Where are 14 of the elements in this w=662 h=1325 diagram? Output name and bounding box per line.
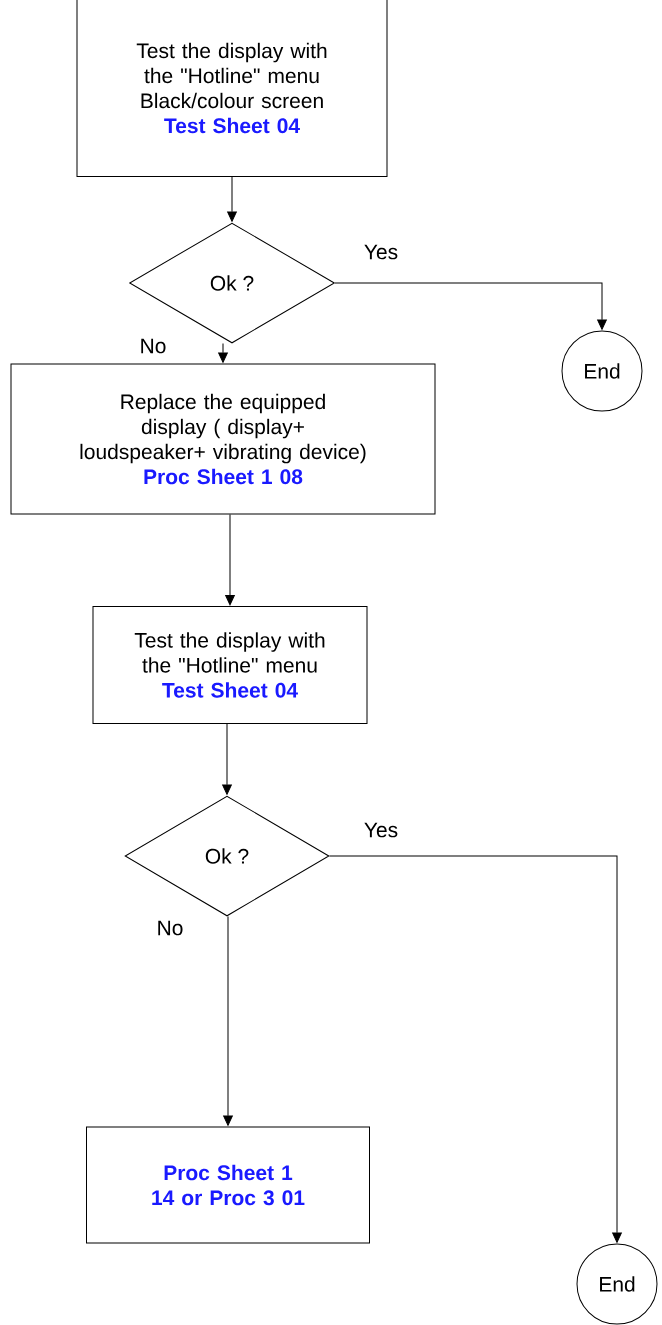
arrow: [223, 916, 233, 1126]
process-box: Replace the equipped display ( display+ loudspeaker+ vibrating device) Proc Sheet 1 08: [10, 363, 436, 515]
arrow: [222, 723, 232, 795]
arrow: [227, 176, 237, 222]
arrow: [225, 514, 235, 606]
arrow: [218, 343, 228, 363]
edge-label: Yes: [362, 821, 400, 839]
arrow: [329, 855, 622, 1243]
arrow: [334, 282, 607, 330]
process-box: Proc Sheet 1 14 or Proc 3 01: [86, 1126, 370, 1244]
process-box: Test the display with the "Hotline" menu Black/colour screen Test Sheet 04: [76, 0, 388, 177]
process-box: Test the display with the "Hotline" menu Test Sheet 04: [92, 606, 368, 724]
edge-label: Yes: [362, 243, 400, 261]
edge-label: No: [155, 919, 185, 937]
